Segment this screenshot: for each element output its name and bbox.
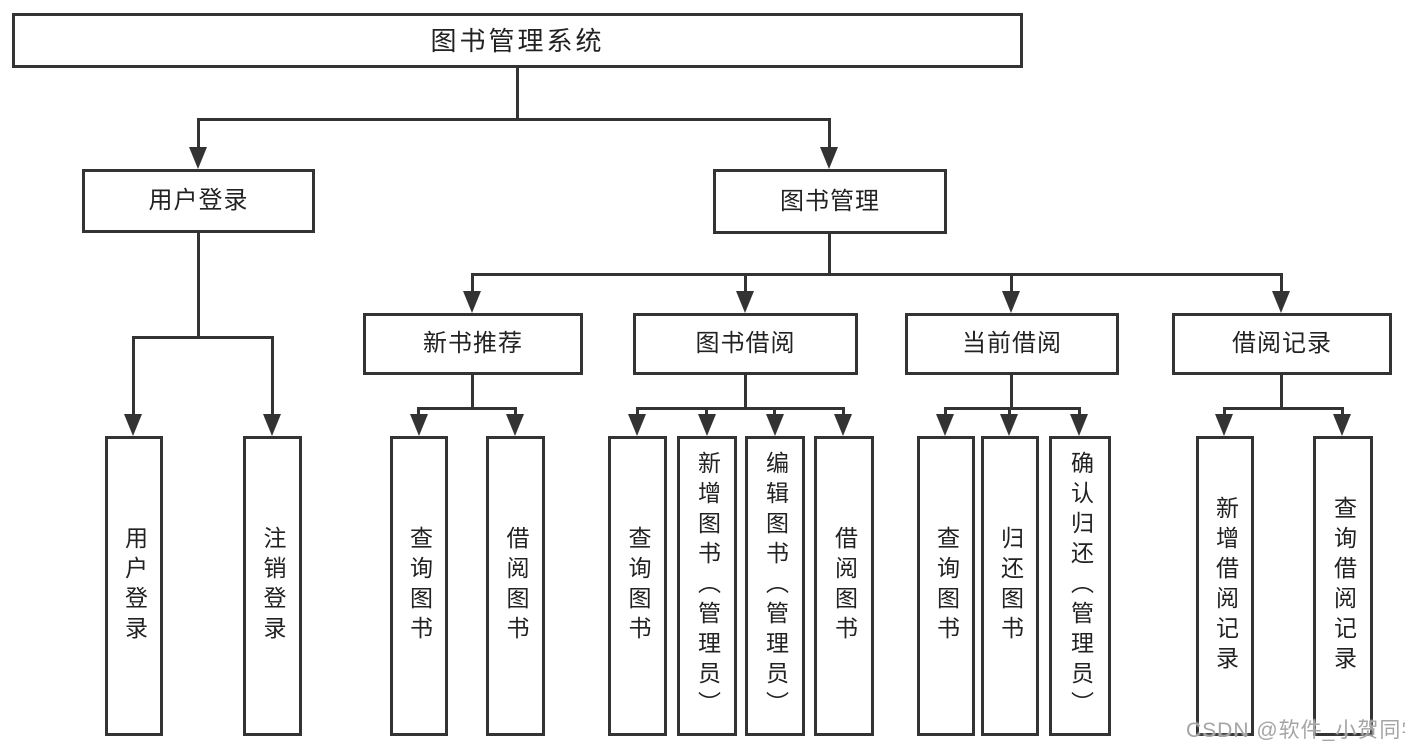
arrowhead bbox=[410, 414, 428, 436]
connector-line bbox=[828, 118, 831, 150]
connector-line bbox=[842, 407, 845, 417]
leaf-edit-book-admin: 编辑图书（管理员） bbox=[745, 436, 805, 736]
node-book-borrowing: 图书借阅 bbox=[633, 313, 858, 375]
connector-line bbox=[944, 407, 1081, 410]
arrowhead bbox=[506, 414, 524, 436]
connector-line bbox=[471, 375, 474, 407]
connector-line bbox=[636, 407, 845, 410]
connector-line bbox=[744, 375, 747, 407]
leaf-borrow-book-borrowing: 借阅图书 bbox=[814, 436, 874, 736]
connector-line bbox=[417, 407, 517, 410]
connector-line bbox=[773, 407, 776, 417]
arrowhead bbox=[1070, 414, 1088, 436]
connector-line bbox=[516, 68, 519, 118]
arrowhead bbox=[736, 291, 754, 313]
connector-line bbox=[1008, 407, 1011, 417]
connector-line bbox=[1010, 375, 1013, 407]
connector-line bbox=[944, 407, 947, 417]
node-user-login-module: 用户登录 bbox=[82, 169, 315, 233]
leaf-logout: 注销登录 bbox=[243, 436, 302, 736]
csdn-watermark: CSDN @软件_小贺同学 bbox=[1186, 719, 1405, 742]
arrowhead bbox=[628, 414, 646, 436]
node-book-management: 图书管理 bbox=[713, 169, 947, 234]
connector-line bbox=[1078, 407, 1081, 417]
leaf-user-login: 用户登录 bbox=[105, 436, 163, 736]
connector-line bbox=[828, 233, 831, 273]
leaf-add-book-admin: 新增图书（管理员） bbox=[677, 436, 737, 736]
arrowhead bbox=[189, 147, 207, 169]
connector-line bbox=[271, 336, 274, 416]
leaf-return-book: 归还图书 bbox=[981, 436, 1039, 736]
connector-line bbox=[1280, 375, 1283, 407]
arrowhead bbox=[263, 414, 281, 436]
connector-line bbox=[197, 233, 200, 336]
leaf-add-borrow-record: 新增借阅记录 bbox=[1196, 436, 1254, 736]
connector-line bbox=[132, 336, 135, 416]
leaf-query-book-current: 查询图书 bbox=[917, 436, 975, 736]
arrowhead bbox=[1000, 414, 1018, 436]
node-library-management-system: 图书管理系统 bbox=[12, 13, 1023, 68]
connector-line bbox=[197, 118, 200, 150]
node-borrowing-records: 借阅记录 bbox=[1172, 313, 1392, 375]
arrowhead bbox=[1333, 414, 1351, 436]
connector-line bbox=[636, 407, 639, 417]
arrowhead bbox=[820, 147, 838, 169]
arrowhead bbox=[1215, 414, 1233, 436]
node-current-borrowing: 当前借阅 bbox=[905, 313, 1119, 375]
connector-line bbox=[514, 407, 517, 417]
arrowhead bbox=[1002, 291, 1020, 313]
leaf-confirm-return-admin: 确认归还（管理员） bbox=[1049, 436, 1111, 736]
connector-line bbox=[132, 336, 274, 339]
connector-line bbox=[471, 273, 1283, 276]
connector-line bbox=[1010, 273, 1013, 293]
connector-line bbox=[417, 407, 420, 417]
arrowhead bbox=[463, 291, 481, 313]
connector-line bbox=[744, 273, 747, 293]
arrowhead bbox=[698, 414, 716, 436]
connector-line bbox=[471, 273, 474, 293]
connector-line bbox=[197, 118, 831, 121]
connector-line bbox=[1341, 407, 1344, 417]
arrowhead bbox=[124, 414, 142, 436]
connector-line bbox=[1280, 273, 1283, 293]
arrowhead bbox=[1272, 291, 1290, 313]
connector-line bbox=[1223, 407, 1226, 417]
leaf-query-borrow-record: 查询借阅记录 bbox=[1313, 436, 1373, 736]
arrowhead bbox=[766, 414, 784, 436]
arrowhead bbox=[834, 414, 852, 436]
connector-line bbox=[705, 407, 708, 417]
leaf-borrow-book-recommend: 借阅图书 bbox=[486, 436, 545, 736]
arrowhead bbox=[936, 414, 954, 436]
connector-line bbox=[1223, 407, 1344, 410]
leaf-query-book-recommend: 查询图书 bbox=[390, 436, 448, 736]
leaf-query-book-borrowing: 查询图书 bbox=[608, 436, 667, 736]
node-new-book-recommend: 新书推荐 bbox=[363, 313, 583, 375]
